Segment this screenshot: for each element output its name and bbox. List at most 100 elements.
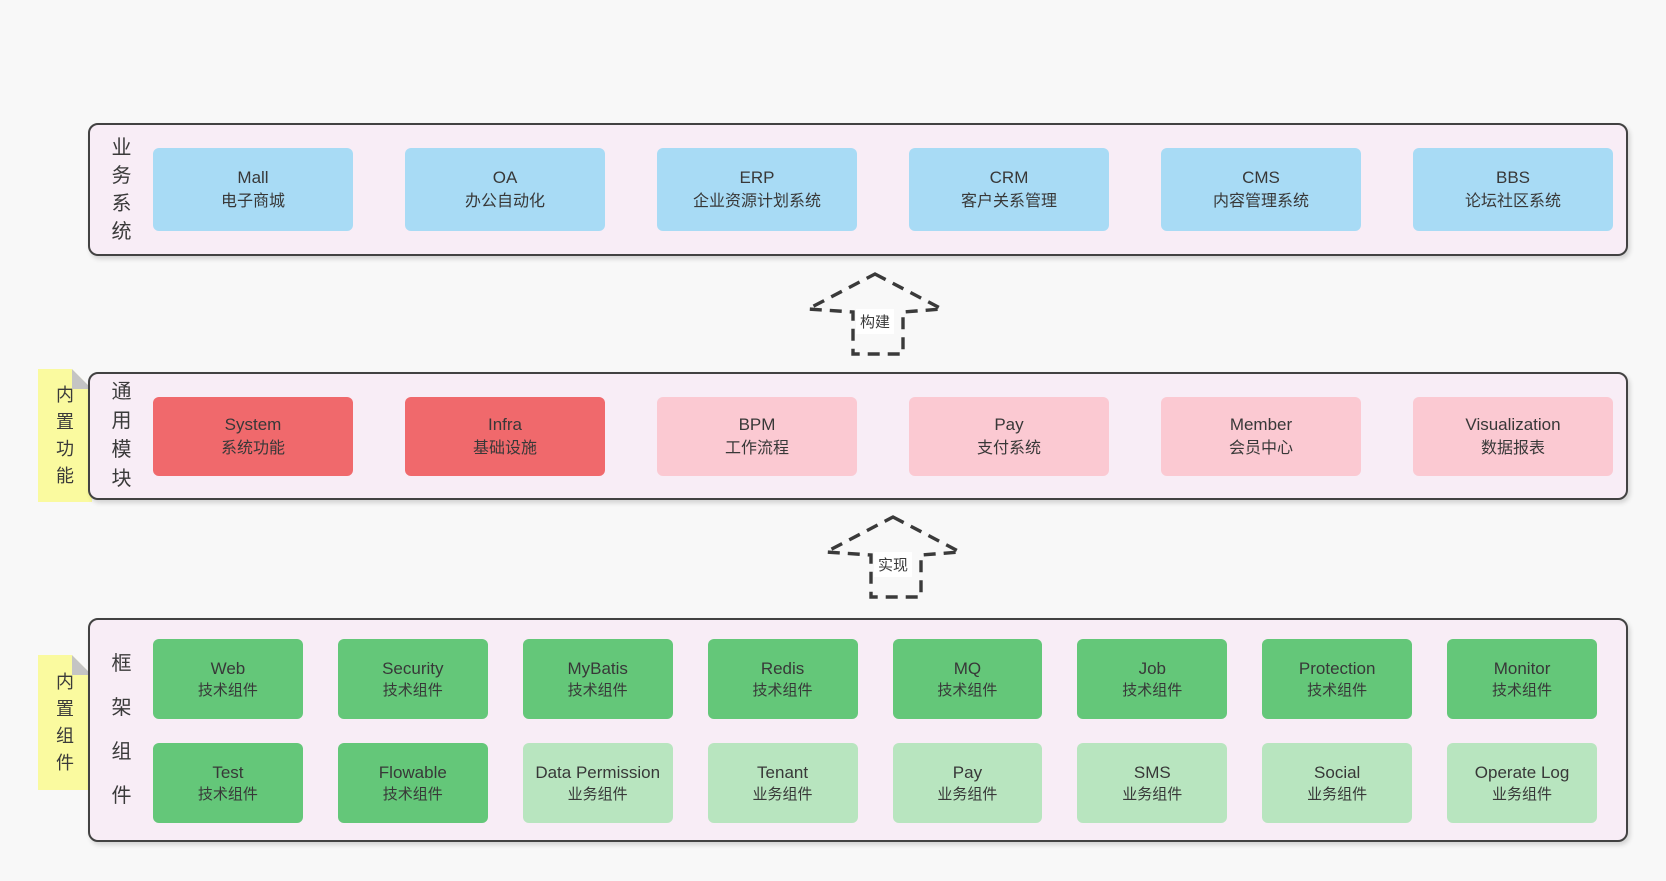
sticky-note-label: 内置功能 <box>56 384 74 486</box>
box-bbs: BBS 论坛社区系统 <box>1413 148 1613 231</box>
box-redis: Redis 技术组件 <box>707 639 858 719</box>
box-flowable: Flowable 技术组件 <box>337 743 488 823</box>
box-name: Job <box>1138 658 1167 678</box>
box-web: Web 技术组件 <box>153 639 303 719</box>
business-systems-label: 业务系统 <box>90 125 153 254</box>
box-social: Social 业务组件 <box>1262 743 1413 823</box>
framework-components-label: 框架组件 <box>90 620 153 840</box>
box-name: Test <box>212 762 244 782</box>
build-arrow: 构建 <box>805 271 945 357</box>
common-modules-label: 通用模块 <box>90 374 153 498</box>
box-desc: 技术组件 <box>197 681 258 699</box>
box-desc: 企业资源计划系统 <box>692 193 821 210</box>
common-modules-row: System 系统功能 Infra 基础设施 BPM 工作流程 Pay 支付系统… <box>153 374 1613 498</box>
box-name: Security <box>382 658 444 678</box>
box-name: System <box>224 414 282 434</box>
box-desc: 技术组件 <box>382 785 443 803</box>
box-name: Mall <box>237 168 269 187</box>
box-name: Protection <box>1298 658 1376 678</box>
box-job: Job 技术组件 <box>1077 639 1228 719</box>
box-mq: MQ 技术组件 <box>892 639 1043 719</box>
box-mall: Mall 电子商城 <box>153 148 353 231</box>
common-modules-container: 通用模块 System 系统功能 Infra 基础设施 BPM 工作流程 Pay… <box>88 372 1628 500</box>
box-test: Test 技术组件 <box>153 743 303 823</box>
box-monitor: Monitor 技术组件 <box>1447 639 1597 719</box>
box-desc: 业务组件 <box>567 785 628 803</box>
box-erp: ERP 企业资源计划系统 <box>657 148 857 231</box>
box-name: Pay <box>994 414 1024 434</box>
box-desc: 系统功能 <box>220 439 285 457</box>
box-pay-component: Pay 业务组件 <box>892 743 1043 823</box>
up-arrow-icon <box>823 515 963 599</box>
box-desc: 办公自动化 <box>464 193 545 210</box>
box-member: Member 会员中心 <box>1161 396 1361 476</box>
box-protection: Protection 技术组件 <box>1262 639 1413 719</box>
box-desc: 数据报表 <box>1480 439 1545 457</box>
box-crm: CRM 客户关系管理 <box>909 148 1109 231</box>
business-systems-row: Mall 电子商城 OA 办公自动化 ERP 企业资源计划系统 CRM 客户关系… <box>153 125 1613 254</box>
vertical-label-text: 业务系统 <box>111 136 132 243</box>
box-name: CMS <box>1242 168 1280 187</box>
implement-arrow-label: 实现 <box>873 552 913 577</box>
box-name: BPM <box>738 414 776 434</box>
box-desc: 论坛社区系统 <box>1464 193 1561 210</box>
box-name: Web <box>210 658 246 678</box>
box-mybatis: MyBatis 技术组件 <box>522 639 673 719</box>
box-desc: 技术组件 <box>752 681 813 699</box>
box-name: Monitor <box>1493 658 1551 678</box>
box-data-permission: Data Permission 业务组件 <box>522 743 673 823</box>
box-desc: 内容管理系统 <box>1212 193 1309 210</box>
box-name: Pay <box>952 762 983 782</box>
box-desc: 技术组件 <box>567 681 628 699</box>
framework-components-grid: Web 技术组件 Security 技术组件 MyBatis 技术组件 Redi… <box>153 639 1597 823</box>
box-desc: 技术组件 <box>197 785 258 803</box>
box-desc: 技术组件 <box>1122 681 1183 699</box>
box-pay-system: Pay 支付系统 <box>909 396 1109 476</box>
implement-arrow: 实现 <box>823 514 963 600</box>
box-desc: 技术组件 <box>937 681 998 699</box>
box-name: Member <box>1229 414 1293 434</box>
box-name: Infra <box>487 414 523 434</box>
box-desc: 业务组件 <box>1492 785 1553 803</box>
box-visualization: Visualization 数据报表 <box>1413 396 1613 476</box>
box-desc: 技术组件 <box>1492 681 1553 699</box>
box-desc: 支付系统 <box>976 439 1041 457</box>
box-desc: 工作流程 <box>724 439 789 457</box>
box-name: CRM <box>989 168 1029 187</box>
box-cms: CMS 内容管理系统 <box>1161 148 1361 231</box>
box-security: Security 技术组件 <box>337 639 488 719</box>
box-name: BBS <box>1495 168 1531 187</box>
box-name: OA <box>492 168 518 187</box>
box-desc: 业务组件 <box>752 785 813 803</box>
box-name: Data Permission <box>535 762 661 782</box>
sticky-note-built-in-components: 内置组件 <box>38 655 92 790</box>
box-oa: OA 办公自动化 <box>405 148 605 231</box>
box-sms: SMS 业务组件 <box>1077 743 1228 823</box>
box-desc: 技术组件 <box>382 681 443 699</box>
box-name: Social <box>1314 762 1361 782</box>
box-name: Tenant <box>757 762 809 782</box>
box-infra: Infra 基础设施 <box>405 396 605 476</box>
vertical-label-text: 通用模块 <box>111 381 132 490</box>
up-arrow-icon <box>805 272 945 356</box>
sticky-note-label: 内置组件 <box>56 671 74 773</box>
box-name: Visualization <box>1465 414 1561 434</box>
box-tenant: Tenant 业务组件 <box>707 743 858 823</box>
box-desc: 业务组件 <box>1307 785 1368 803</box>
box-name: Flowable <box>378 762 447 782</box>
vertical-label-text: 框架组件 <box>111 653 132 807</box>
box-name: Operate Log <box>1474 762 1570 782</box>
box-desc: 电子商城 <box>220 193 285 210</box>
box-bpm: BPM 工作流程 <box>657 396 857 476</box>
box-name: MyBatis <box>567 658 628 678</box>
sticky-note-built-in-functions: 内置功能 <box>38 369 92 502</box>
box-system: System 系统功能 <box>153 396 353 476</box>
box-name: SMS <box>1133 762 1171 782</box>
box-name: ERP <box>739 168 775 187</box>
framework-components-container: 框架组件 Web 技术组件 Security 技术组件 MyBatis 技术组件… <box>88 618 1628 842</box>
box-desc: 技术组件 <box>1307 681 1368 699</box>
box-desc: 客户关系管理 <box>960 193 1057 210</box>
box-name: Redis <box>760 658 805 678</box>
box-desc: 会员中心 <box>1228 439 1293 457</box>
build-arrow-label: 构建 <box>855 309 895 334</box>
